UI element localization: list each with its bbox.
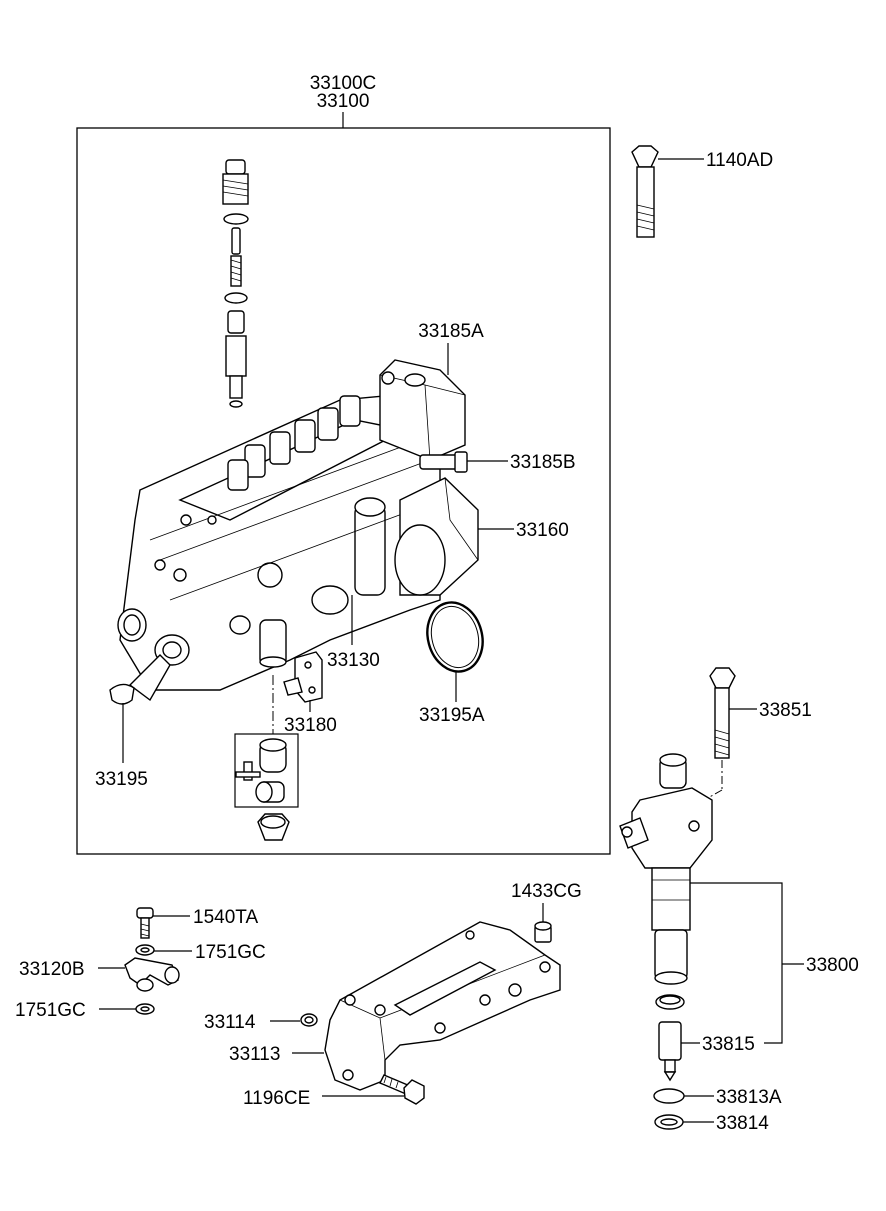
label-33100C[interactable]: 33100C [310, 73, 377, 94]
solenoid-detail-box[interactable] [234, 733, 299, 808]
part-33195-cap[interactable] [109, 683, 135, 705]
label-33120B[interactable]: 33120B [19, 959, 85, 980]
part-1433CG[interactable] [534, 921, 552, 943]
label-33815[interactable]: 33815 [702, 1034, 755, 1055]
label-33160[interactable]: 33160 [516, 520, 569, 541]
part-33813A-washer[interactable] [653, 1088, 685, 1104]
injector-seal-ring[interactable] [655, 994, 685, 1010]
label-33800[interactable]: 33800 [806, 955, 859, 976]
injector-33800-part[interactable] [619, 753, 713, 985]
label-33813A[interactable]: 33813A [716, 1087, 782, 1108]
part-33195A-o-ring[interactable] [420, 596, 490, 678]
bolt-33851-part[interactable] [709, 667, 736, 759]
label-33114[interactable]: 33114 [204, 1012, 256, 1033]
bracket-33113-part[interactable] [324, 921, 561, 1091]
label-1751GC-upper[interactable]: 1751GC [195, 942, 266, 963]
label-33185A[interactable]: 33185A [418, 321, 484, 342]
label-33195[interactable]: 33195 [95, 769, 148, 790]
part-33180[interactable] [283, 651, 323, 703]
delivery-valve-stack[interactable] [222, 159, 249, 408]
label-1540TA[interactable]: 1540TA [193, 907, 258, 928]
label-1751GC-lower[interactable]: 1751GC [15, 1000, 86, 1021]
label-33100[interactable]: 33100 [317, 91, 370, 112]
label-33130[interactable]: 33130 [327, 650, 380, 671]
label-1140AD[interactable]: 1140AD [706, 150, 773, 171]
label-33185B[interactable]: 33185B [510, 452, 576, 473]
part-33814-seal[interactable] [654, 1114, 684, 1130]
label-33180[interactable]: 33180 [284, 715, 337, 736]
washer-1751GC-lower[interactable] [135, 1003, 155, 1015]
label-33814[interactable]: 33814 [716, 1113, 769, 1134]
bolt-1140AD-part[interactable] [631, 145, 659, 238]
label-1196CE[interactable]: 1196CE [243, 1088, 310, 1109]
part-33114-washer[interactable] [300, 1013, 318, 1027]
solenoid-nut[interactable] [257, 813, 290, 841]
washer-1751GC-upper[interactable] [135, 944, 155, 956]
part-33160[interactable] [394, 477, 479, 596]
lever-33120B-part[interactable] [124, 957, 180, 992]
injection-pump-body[interactable] [117, 394, 441, 702]
label-33851[interactable]: 33851 [759, 700, 812, 721]
label-33113[interactable]: 33113 [229, 1044, 280, 1065]
label-1433CG[interactable]: 1433CG [511, 881, 582, 902]
part-33815-nozzle[interactable] [658, 1021, 682, 1082]
bolt-1196CE-part[interactable] [379, 1074, 425, 1105]
part-33185B[interactable] [419, 451, 468, 473]
bolt-1540TA-part[interactable] [136, 907, 154, 939]
label-33195A[interactable]: 33195A [419, 705, 485, 726]
part-33185A[interactable] [379, 359, 466, 461]
